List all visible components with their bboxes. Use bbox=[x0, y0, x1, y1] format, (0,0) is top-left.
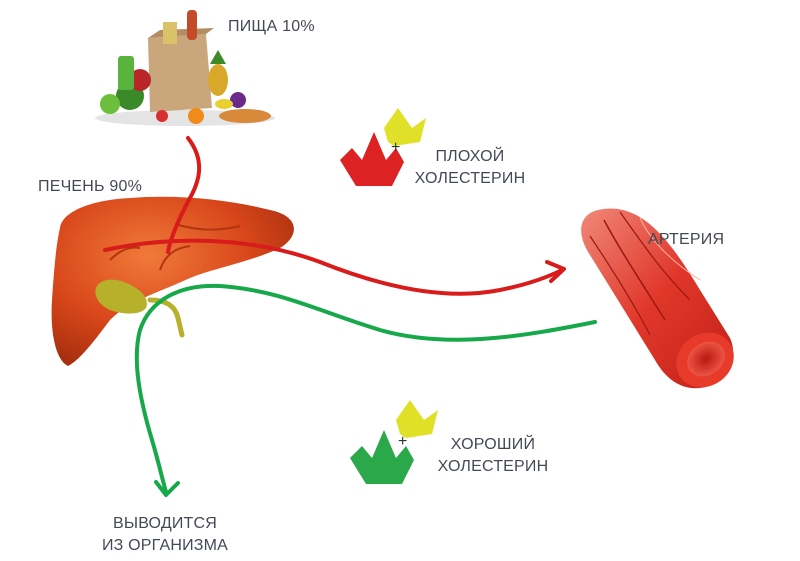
food-label: ПИЩА 10% bbox=[228, 18, 315, 35]
excreted-label: ВЫВОДИТСЯ ИЗ ОРГАНИЗМА bbox=[90, 513, 240, 557]
plus-icon: + bbox=[391, 139, 400, 156]
plus-icon: + bbox=[398, 433, 407, 450]
good-cholesterol-line2: ХОЛЕСТЕРИН bbox=[437, 458, 549, 475]
liver-label: ПЕЧЕНЬ 90% bbox=[38, 178, 143, 195]
bad-cholesterol-line1: ПЛОХОЙ bbox=[435, 148, 505, 165]
good-cholesterol-icon: + bbox=[350, 400, 438, 484]
good-cholesterol-label: ХОРОШИЙ ХОЛЕСТЕРИН bbox=[428, 434, 558, 478]
bad-cholesterol-icon: + bbox=[340, 108, 426, 186]
artery-icon bbox=[581, 208, 734, 389]
gallbladder-icon bbox=[95, 279, 185, 338]
excreted-line2: ИЗ ОРГАНИЗМА bbox=[101, 537, 229, 554]
excreted-line1: ВЫВОДИТСЯ bbox=[112, 515, 218, 532]
bad-cholesterol-line2: ХОЛЕСТЕРИН bbox=[414, 170, 526, 187]
liver-icon bbox=[51, 196, 294, 366]
grocery-bag-icon bbox=[95, 10, 275, 126]
bad-cholesterol-label: ПЛОХОЙ ХОЛЕСТЕРИН bbox=[410, 146, 530, 190]
artery-label: АРТЕРИЯ bbox=[648, 231, 725, 248]
good-cholesterol-line1: ХОРОШИЙ bbox=[450, 436, 536, 453]
good-cholesterol-arrow bbox=[134, 283, 597, 497]
bad-cholesterol-arrow bbox=[103, 136, 566, 296]
